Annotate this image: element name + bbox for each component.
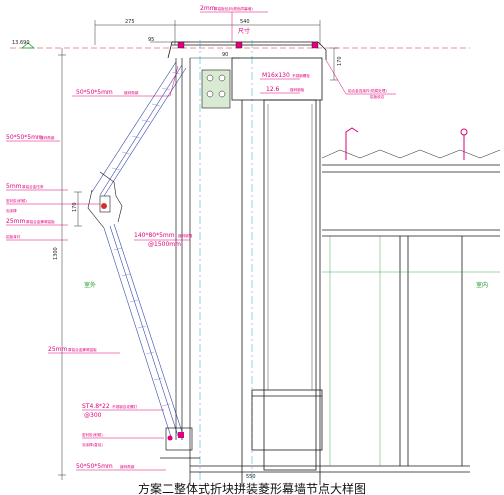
label-screw-desc: 不锈钢自攻螺钉 — [112, 404, 138, 409]
label-right-tag-1: 铝合金连接件(防腐处理) — [348, 88, 387, 93]
label-angle-bottom-desc: 镀锌角钢 — [120, 464, 135, 469]
label-aluminum-5mm: 5mm — [6, 183, 22, 190]
bolt-plate — [201, 69, 231, 109]
label-top-plate: 2mm — [200, 5, 216, 12]
green-gridlines — [322, 236, 500, 466]
label-outdoor: 室外 — [84, 281, 96, 289]
label-aluminum-5mm-desc: 厚铝合金压条 — [22, 184, 44, 189]
bottom-seal-icon — [167, 435, 173, 441]
top-coping — [167, 41, 327, 60]
lower-diagonal-hatch — [113, 247, 171, 407]
label-panel-25mm: 25mm — [6, 218, 25, 225]
bottom-bracket — [178, 432, 184, 438]
dim-right-vertical: 170 — [337, 56, 343, 66]
drawing-caption: 方案二整体式折块拼装菱形幕墙节点大样图 — [138, 481, 366, 495]
label-panel-25mm-b: 25mm — [48, 346, 67, 353]
dim-inner-mid: 90 — [222, 52, 228, 58]
label-panel-25mm-desc: 厚铝合金蜂窝铝板 — [26, 219, 55, 224]
label-top-plate-desc: 厚铝板包封(颜色同幕墙) — [214, 6, 253, 11]
label-angle-mid-desc: 镀锌角钢 — [40, 135, 55, 140]
label-plate: 12.6 — [266, 86, 280, 93]
dim-left-vertical: 1300 — [53, 247, 59, 260]
dim-top-total: 540 — [240, 19, 250, 25]
label-panel-25mm-b-desc: 厚铝合金蜂窝铝板 — [68, 347, 97, 352]
label-angle-mid: 50*50*5mm — [6, 134, 43, 141]
upper-diagonal-panel — [91, 61, 187, 197]
right-steel-beam — [322, 164, 500, 466]
lower-diagonal-panel — [103, 223, 183, 441]
label-bolt: M16x130 — [262, 72, 290, 79]
label-tube-spacing: @1500mm — [148, 241, 181, 248]
apex-joint — [87, 171, 123, 229]
left-dimension-lines — [58, 48, 82, 480]
label-tube: 140*80*5mm — [134, 232, 175, 239]
label-seal-bottom: 密封胶(耐候) — [82, 432, 103, 437]
label-screw: ST4.8*22 — [82, 403, 110, 410]
label-indoor: 室内 — [476, 281, 488, 289]
label-screw-spacing: @300 — [84, 412, 102, 419]
apex-seal-icon — [101, 203, 107, 209]
label-angle-top: 50*50*5mm — [76, 89, 113, 96]
top-dimension-lines — [94, 20, 321, 59]
label-top-tag: 尺寸 — [238, 27, 250, 35]
label-right-tag-2: 铝板收边 — [370, 94, 385, 99]
level-mark: 13.690 — [12, 40, 30, 46]
label-angle-top-desc: 镀锌角钢 — [124, 90, 139, 95]
label-seal-bottom-2: 泡沫棒(直径) — [82, 442, 103, 447]
dim-mid-vertical: 170 — [72, 202, 78, 212]
dim-top-left: 275 — [125, 19, 135, 25]
level-triangle-icon — [21, 42, 35, 49]
roof-clips — [345, 127, 468, 160]
label-tube-desc: 镀锌钢管 — [178, 233, 193, 238]
steel-tube-column — [231, 57, 323, 485]
right-dimension-lines — [330, 47, 338, 81]
dim-bottom-width: 550 — [246, 474, 256, 480]
label-bolt-desc: 不锈钢螺栓 — [292, 73, 310, 78]
label-seal-2: 泡沫棒 — [6, 208, 17, 213]
label-angle-bottom: 50*50*5mm — [76, 463, 113, 470]
support-verticals — [175, 58, 191, 485]
coping-brackets — [177, 41, 319, 49]
upper-diagonal-hatch — [111, 71, 181, 171]
dim-top-mid: 95 — [148, 37, 154, 43]
label-seal-1: 密封胶(耐候) — [6, 198, 27, 203]
annotation-leaders — [6, 11, 396, 471]
tube-inner-lines — [267, 104, 313, 390]
roof-profile — [321, 149, 501, 159]
label-plate-desc: 镀锌钢板 — [290, 87, 305, 92]
bolt-icons — [206, 74, 226, 98]
label-seal-3: 铝板背衬 — [6, 234, 21, 239]
